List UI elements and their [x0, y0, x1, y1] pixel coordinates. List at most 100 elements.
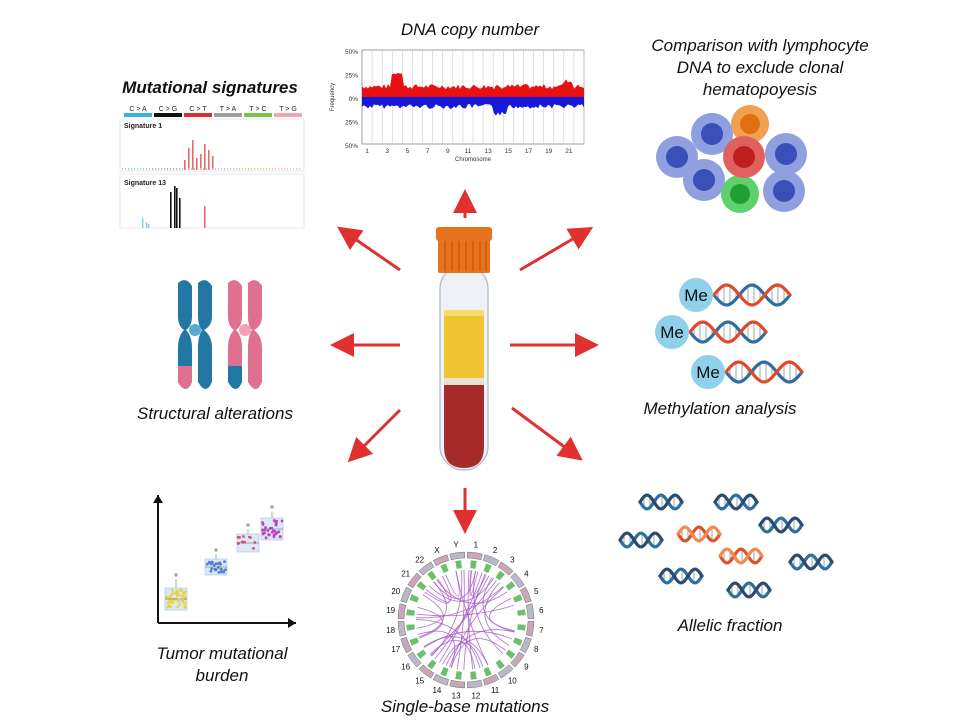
circos-link	[445, 570, 460, 597]
sig-category-bar	[274, 113, 302, 117]
sig1-small-bar	[212, 168, 214, 170]
circos-chrom-label: 10	[508, 676, 517, 685]
tmb-point	[270, 530, 274, 534]
circos-ideogram-segment	[525, 621, 535, 637]
circos-link	[467, 570, 474, 670]
cn-gains	[362, 72, 584, 97]
sig13-bar	[142, 218, 144, 228]
cn-xtick: 15	[505, 148, 513, 155]
cn-xtick: 13	[485, 148, 493, 155]
circos-ideogram-segment	[467, 679, 483, 689]
tmb-point	[183, 590, 187, 594]
cell-red	[723, 136, 765, 178]
cn-xtick: 3	[385, 148, 389, 155]
tmb-point	[224, 568, 227, 571]
sig-category-label: T > C	[249, 106, 266, 113]
arrow-downleft	[347, 408, 402, 463]
circos-link	[417, 606, 443, 639]
methylation-dna-helix	[712, 283, 792, 307]
sig-category-bar	[154, 113, 182, 117]
sig13-bar	[148, 224, 150, 228]
circos-link	[415, 619, 481, 669]
sig1-small-bar	[179, 168, 181, 170]
tmb-point	[217, 571, 221, 574]
sig1-small-bar	[287, 168, 289, 170]
methylation-dna-helix	[724, 360, 804, 384]
tmb-point	[272, 535, 276, 539]
sig1-bar	[212, 156, 214, 170]
circos-ideogram-segment	[520, 586, 532, 604]
cn-xtick: 9	[446, 148, 450, 155]
tube-cap	[436, 227, 492, 273]
circos-chrom-label: 20	[391, 587, 400, 596]
circos-track-block	[470, 671, 477, 680]
tmb-x-arrowhead	[288, 618, 296, 628]
label-tmb-line2: burden	[195, 666, 249, 685]
tmb-point	[223, 560, 226, 563]
allelic-dna-cloud	[618, 493, 834, 599]
circos-link	[455, 570, 489, 666]
tmb-point	[275, 531, 279, 535]
circos-track-block	[406, 624, 415, 631]
sig1-small-bar	[233, 168, 235, 170]
tmb-point	[261, 528, 264, 532]
sig-panel-2	[119, 173, 305, 229]
tmb-point	[222, 570, 226, 574]
sig1-small-bar	[275, 168, 277, 170]
cn-xtick: 19	[545, 148, 553, 155]
circos-chrom-label: 8	[534, 645, 539, 654]
tmb-point	[218, 561, 222, 565]
sig1-small-bar	[188, 168, 190, 170]
circos-chrom-label: 1	[474, 541, 479, 550]
dna-helix	[676, 525, 722, 543]
cn-ytick: 25%	[345, 120, 358, 127]
sig1-small-bar	[224, 168, 226, 170]
cn-losses	[362, 97, 584, 116]
dna-helix	[618, 531, 664, 549]
cn-ytick: 0%	[349, 96, 359, 103]
cn-xtick: 1	[365, 148, 369, 155]
circos-track-block	[483, 563, 492, 574]
label-tmb-line1: Tumor mutational	[156, 644, 288, 663]
circos-chrom-label: Y	[453, 541, 459, 550]
tmb-point	[212, 564, 216, 567]
sig1-small-bar	[182, 168, 184, 170]
circos-chrom-label: 13	[452, 691, 461, 700]
chromosomes	[178, 280, 262, 389]
sig1-small-bar	[128, 168, 130, 170]
tmb-point	[274, 523, 278, 527]
circos-link	[418, 594, 444, 638]
blood-tube	[436, 227, 492, 471]
sig-category-label: C > G	[159, 106, 177, 113]
sig-category-bar	[214, 113, 242, 117]
sig-category-bar	[124, 113, 152, 117]
circos-ideogram-segment	[525, 603, 535, 619]
circos-link	[450, 638, 506, 668]
sig1-small-bar	[149, 168, 151, 170]
methyl-tag: Me	[684, 286, 708, 305]
sig1-small-bar	[248, 168, 250, 170]
sig1-small-bar	[260, 168, 262, 170]
label-structural-alterations: Structural alterations	[137, 404, 293, 423]
dna-helix	[758, 516, 804, 534]
sig1-small-bar	[284, 168, 286, 170]
label-allelic-fraction: Allelic fraction	[677, 616, 783, 635]
circos-track-block	[427, 570, 437, 581]
sig1-small-bar	[200, 168, 202, 170]
tmb-point	[180, 594, 184, 598]
sig1-small-bar	[122, 168, 124, 170]
sig1-small-bar	[293, 168, 295, 170]
cell	[765, 133, 807, 175]
sig1-small-bar	[197, 168, 199, 170]
sig1-small-bar	[158, 168, 160, 170]
tmb-point	[170, 589, 174, 592]
sig1-bar	[196, 158, 198, 170]
circos-track-block	[483, 666, 492, 677]
sig1-small-bar	[152, 168, 154, 170]
sig-category-bar	[184, 113, 212, 117]
circos-track-block	[455, 560, 462, 569]
tmb-point	[273, 520, 277, 524]
sig-category-bar	[244, 113, 272, 117]
sig1-small-bar	[236, 168, 238, 170]
tmb-point	[182, 592, 186, 596]
